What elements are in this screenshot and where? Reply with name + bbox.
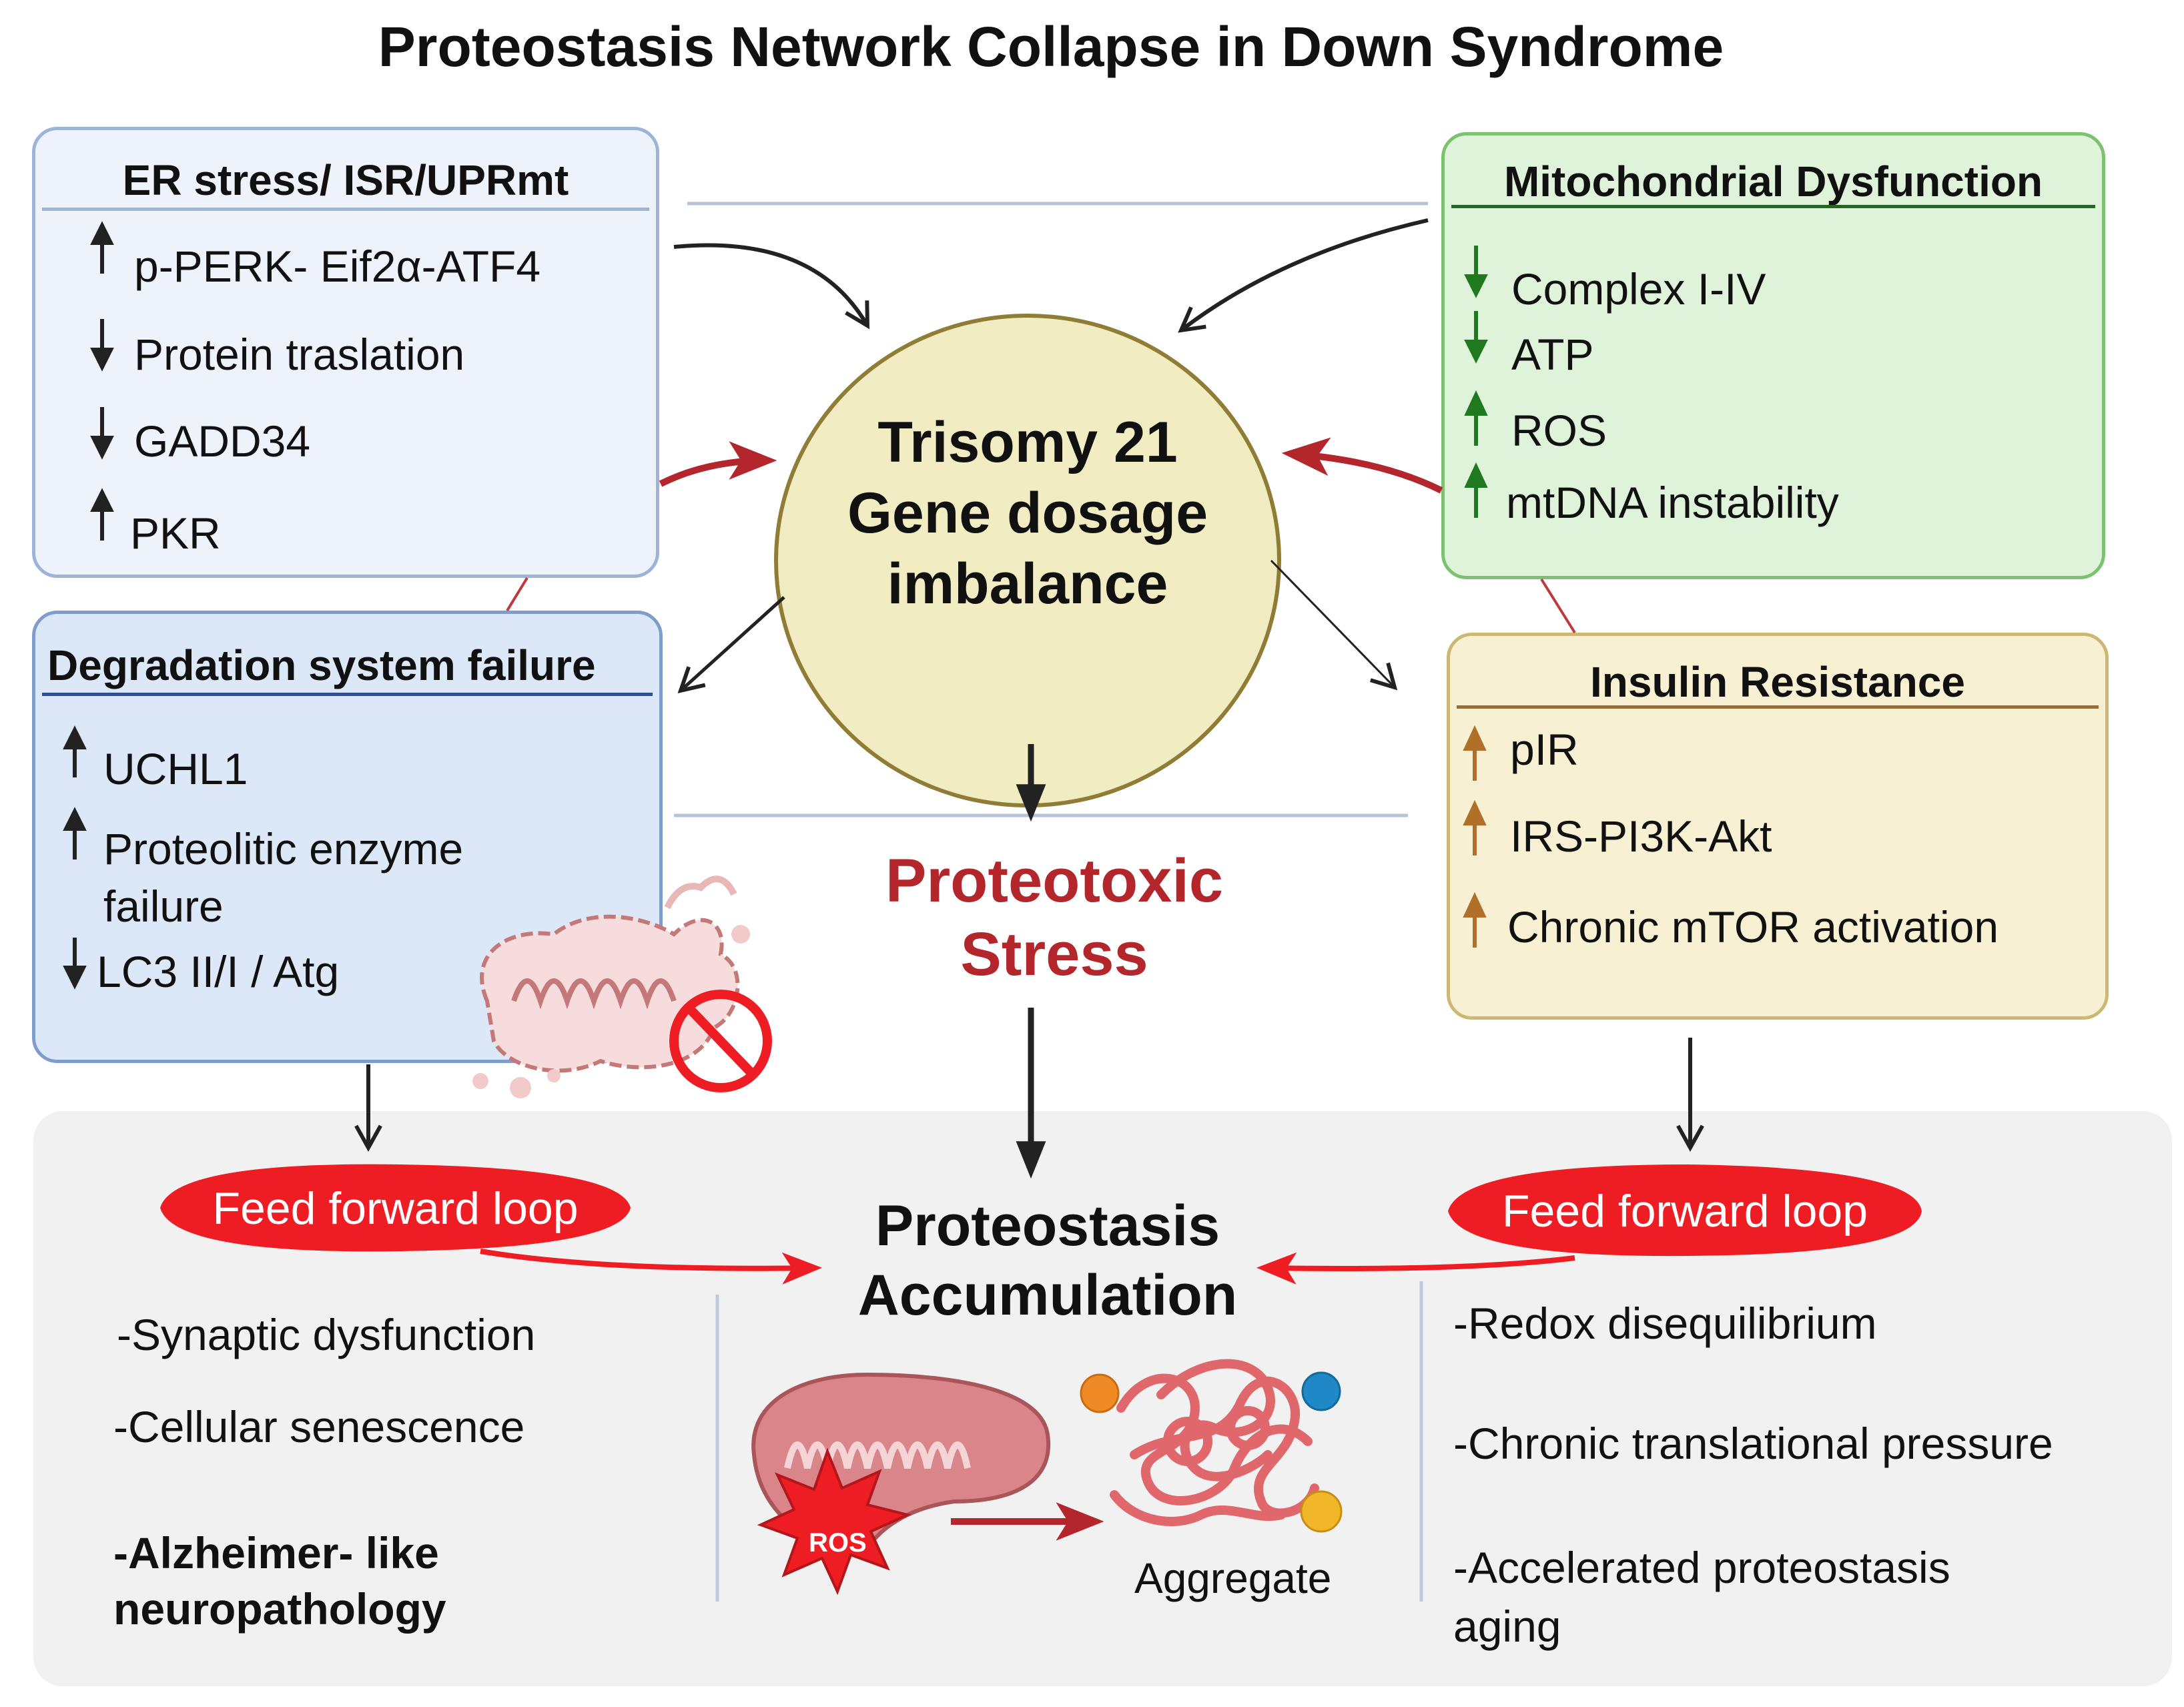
ins-item-irs: IRS-PI3K-Akt [1510, 811, 1772, 861]
er-item-gadd34: GADD34 [134, 416, 311, 466]
outcome-alzheimer: -Alzheimer- like neuropathology [113, 1525, 446, 1637]
mito-up-head-3 [1464, 390, 1488, 416]
protein-aggregate-icon [1110, 1359, 1319, 1526]
ros-label: ROS [809, 1528, 867, 1558]
deg-item-failure: failure [103, 882, 224, 931]
mito-down-head-1 [1464, 274, 1488, 298]
deg-up-head-2 [63, 807, 87, 831]
mito-item-atp: ATP [1511, 330, 1594, 379]
circle-to-deg-arrow [677, 596, 785, 694]
er-up-head-1 [90, 221, 114, 245]
outcome-alzheimer-line-2: neuropathology [113, 1584, 446, 1634]
outcome-synaptic: -Synaptic dysfunction [117, 1310, 536, 1359]
proteostasis-accumulation-label: Proteostasis Accumulation [787, 1191, 1308, 1330]
mito-down-head-2 [1464, 340, 1488, 364]
ins-up-head-2 [1463, 799, 1487, 825]
outcome-redox: -Redox disequilibrium [1453, 1299, 1877, 1348]
mito-item-complex: Complex I-IV [1511, 264, 1766, 314]
ins-up-head-3 [1463, 892, 1487, 918]
deg-item-uchl1: UCHL1 [103, 744, 248, 793]
trisomy-label: Trisomy 21 Gene dosage imbalance [774, 407, 1281, 619]
ins-up-head-1 [1463, 725, 1487, 751]
right-feed-forward-label: Feed forward loop [1501, 1186, 1868, 1237]
deg-item-lc3: LC3 II/I / Atg [97, 947, 340, 996]
degradation-heading: Degradation system failure [47, 641, 596, 689]
er-stress-box: ER stress/ ISR/UPRmt p-PERK- Eif2α-ATF4 … [32, 127, 659, 578]
aggregate-yellow-ball [1300, 1490, 1343, 1533]
insulin-heading: Insulin Resistance [1590, 658, 1965, 706]
er-red-arrow [659, 441, 777, 487]
trisomy-line-1: Trisomy 21 [877, 410, 1178, 474]
ins-item-mtor: Chronic mTOR activation [1507, 902, 1999, 952]
er-stress-heading: ER stress/ ISR/UPRmt [122, 156, 569, 204]
damaged-mitochondrion-icon [472, 876, 772, 1098]
mito-ins-connector [1540, 578, 1576, 634]
aggregate-label: Aggregate [1134, 1554, 1332, 1602]
mito-up-head-4 [1464, 462, 1488, 488]
mito-item-ros: ROS [1511, 406, 1607, 455]
deg-down-head-4 [63, 966, 87, 990]
outcome-senescence: -Cellular senescence [113, 1402, 525, 1451]
figure-title: Proteostasis Network Collapse in Down Sy… [378, 15, 1724, 78]
right-loop-arrow [1256, 1252, 1575, 1285]
ins-item-pir: pIR [1510, 725, 1579, 774]
er-item-perk: p-PERK- Eif2α-ATF4 [134, 242, 541, 291]
left-loop-arrow [480, 1249, 822, 1285]
proteotoxic-line-2: Stress [960, 920, 1148, 988]
mito-to-circle-arrow [1178, 218, 1429, 333]
accumulation-line-2: Accumulation [857, 1263, 1238, 1327]
insulin-box: Insulin Resistance pIR IRS-PI3K-Akt Chro… [1447, 633, 2109, 1020]
mitochondrial-rule [1451, 205, 2095, 208]
proteotoxic-line-1: Proteotoxic [885, 847, 1224, 915]
mito-item-mtdna: mtDNA instability [1506, 478, 1839, 527]
aggregate-blue-ball [1301, 1371, 1341, 1411]
insulin-rule [1457, 705, 2099, 709]
er-item-translation: Protein traslation [134, 330, 465, 379]
deg-item-proteolytic: Proteolitic enzyme [103, 824, 464, 874]
right-feed-forward-shape[interactable] [1448, 1164, 1922, 1257]
trisomy-circle [774, 314, 1281, 807]
outcome-aging-line-1: -Accelerated proteostasis [1453, 1543, 1950, 1592]
outcome-aging: -Accelerated proteostasis aging [1453, 1538, 1950, 1656]
deg-up-head-1 [63, 725, 87, 749]
circle-to-ins-arrow [1270, 559, 1398, 691]
er-deg-connector [506, 577, 528, 612]
er-up-head-4 [90, 488, 114, 512]
mitochondrial-box: Mitochondrial Dysfunction Complex I-IV A… [1441, 132, 2105, 579]
ros-burst-icon [757, 1447, 912, 1596]
trisomy-line-3: imbalance [887, 552, 1168, 616]
left-feed-forward-shape[interactable] [160, 1164, 631, 1252]
left-feed-forward-label: Feed forward loop [212, 1183, 579, 1234]
er-to-circle-arrow [673, 243, 870, 330]
mito-red-arrow [1281, 437, 1443, 494]
aggregate-orange-ball [1080, 1373, 1120, 1413]
degradation-rule [42, 693, 653, 696]
er-down-head-3 [90, 436, 114, 460]
proteotoxic-stress-label: Proteotoxic Stress [801, 844, 1308, 991]
outcome-aging-line-2: aging [1453, 1602, 1561, 1651]
outcome-alzheimer-line-1: -Alzheimer- like [113, 1528, 439, 1578]
accumulation-line-1: Proteostasis [875, 1194, 1220, 1258]
outcome-translational: -Chronic translational pressure [1453, 1419, 2053, 1468]
er-stress-rule [42, 208, 649, 211]
mitochondrial-heading: Mitochondrial Dysfunction [1503, 157, 2043, 206]
er-item-pkr: PKR [130, 508, 221, 558]
er-down-head-2 [90, 348, 114, 372]
trisomy-line-2: Gene dosage [847, 481, 1208, 545]
